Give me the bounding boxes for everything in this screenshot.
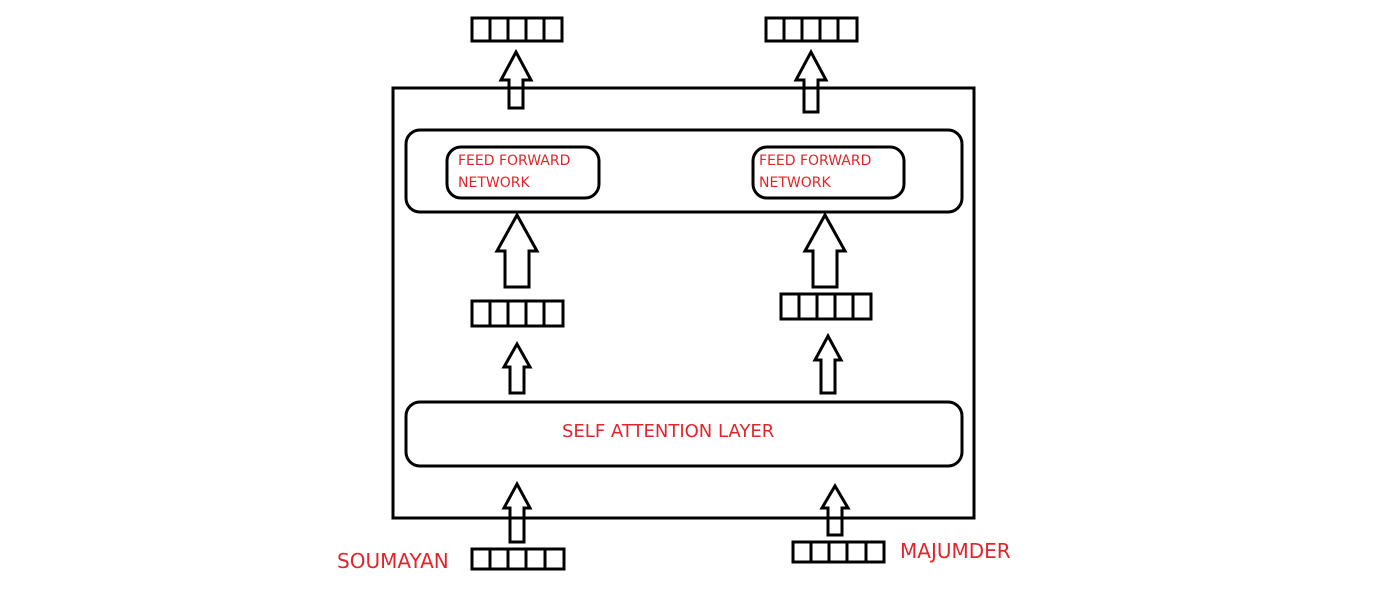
attention-output-vector-left <box>470 299 565 328</box>
input-vector-right <box>791 540 886 564</box>
up-arrow-ffn-right <box>802 211 848 289</box>
output-vector-left <box>470 16 564 43</box>
up-arrow-output-right <box>793 48 829 114</box>
feed-forward-label-left: FEED FORWARD NETWORK <box>458 153 571 191</box>
up-arrow-attention-left <box>501 340 533 395</box>
input-word-right: MAJUMDER <box>900 539 1011 563</box>
output-vector-right <box>764 16 859 43</box>
up-arrow-attention-right <box>812 332 844 395</box>
up-arrow-ffn-left <box>494 211 540 289</box>
attention-output-vector-right <box>779 292 873 321</box>
feed-forward-box-left <box>445 145 601 200</box>
self-attention-box <box>404 400 964 468</box>
self-attention-label: SELF ATTENTION LAYER <box>562 421 775 442</box>
feed-forward-box-right <box>751 145 906 200</box>
feed-forward-label-right: FEED FORWARD NETWORK <box>759 153 872 191</box>
input-word-left: SOUMAYAN <box>337 549 449 573</box>
up-arrow-output-left <box>498 48 534 110</box>
encoder-block <box>391 86 976 520</box>
feed-forward-container <box>404 128 964 214</box>
up-arrow-input-right <box>819 483 851 537</box>
input-vector-left <box>470 547 566 571</box>
up-arrow-input-left <box>501 480 533 544</box>
